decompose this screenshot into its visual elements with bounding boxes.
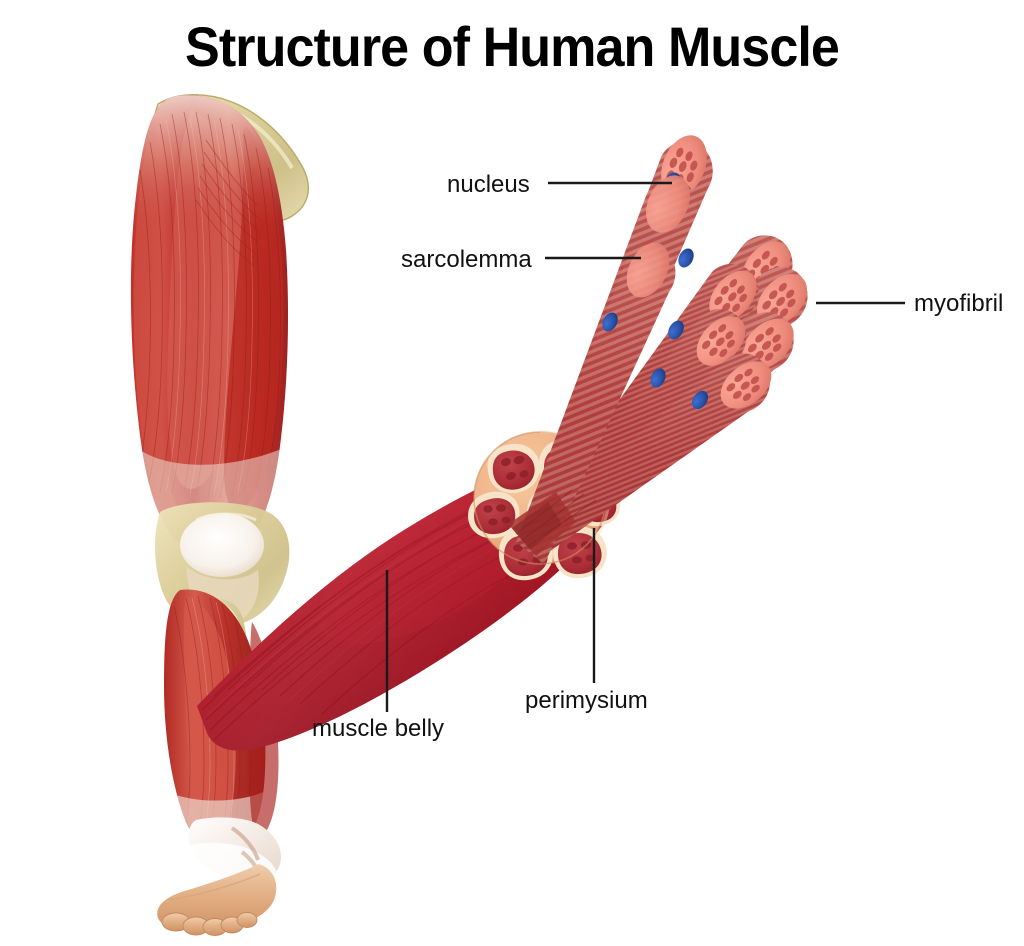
label-muscle-belly: muscle belly: [312, 715, 445, 742]
nucleus-marker: [678, 248, 694, 268]
label-sarcolemma: sarcolemma: [401, 246, 532, 273]
nucleus-marker: [602, 312, 618, 332]
page-title: Structure of Human Muscle: [185, 15, 840, 78]
label-nucleus: nucleus: [447, 171, 530, 198]
foot: [157, 864, 277, 936]
label-perimysium: perimysium: [525, 687, 648, 714]
nucleus-marker: [691, 390, 709, 410]
muscle-fiber-bundle: [508, 135, 808, 565]
label-myofibril: myofibril: [914, 290, 1004, 317]
fiber-front-lower: [516, 242, 709, 565]
fiber-mid-3: [524, 353, 772, 554]
nucleus-marker: [650, 368, 666, 388]
nucleus-marker: [668, 320, 684, 340]
leader-lines: [385, 181, 905, 712]
leg-anatomy: [130, 94, 310, 936]
thigh-muscles: [130, 95, 289, 555]
